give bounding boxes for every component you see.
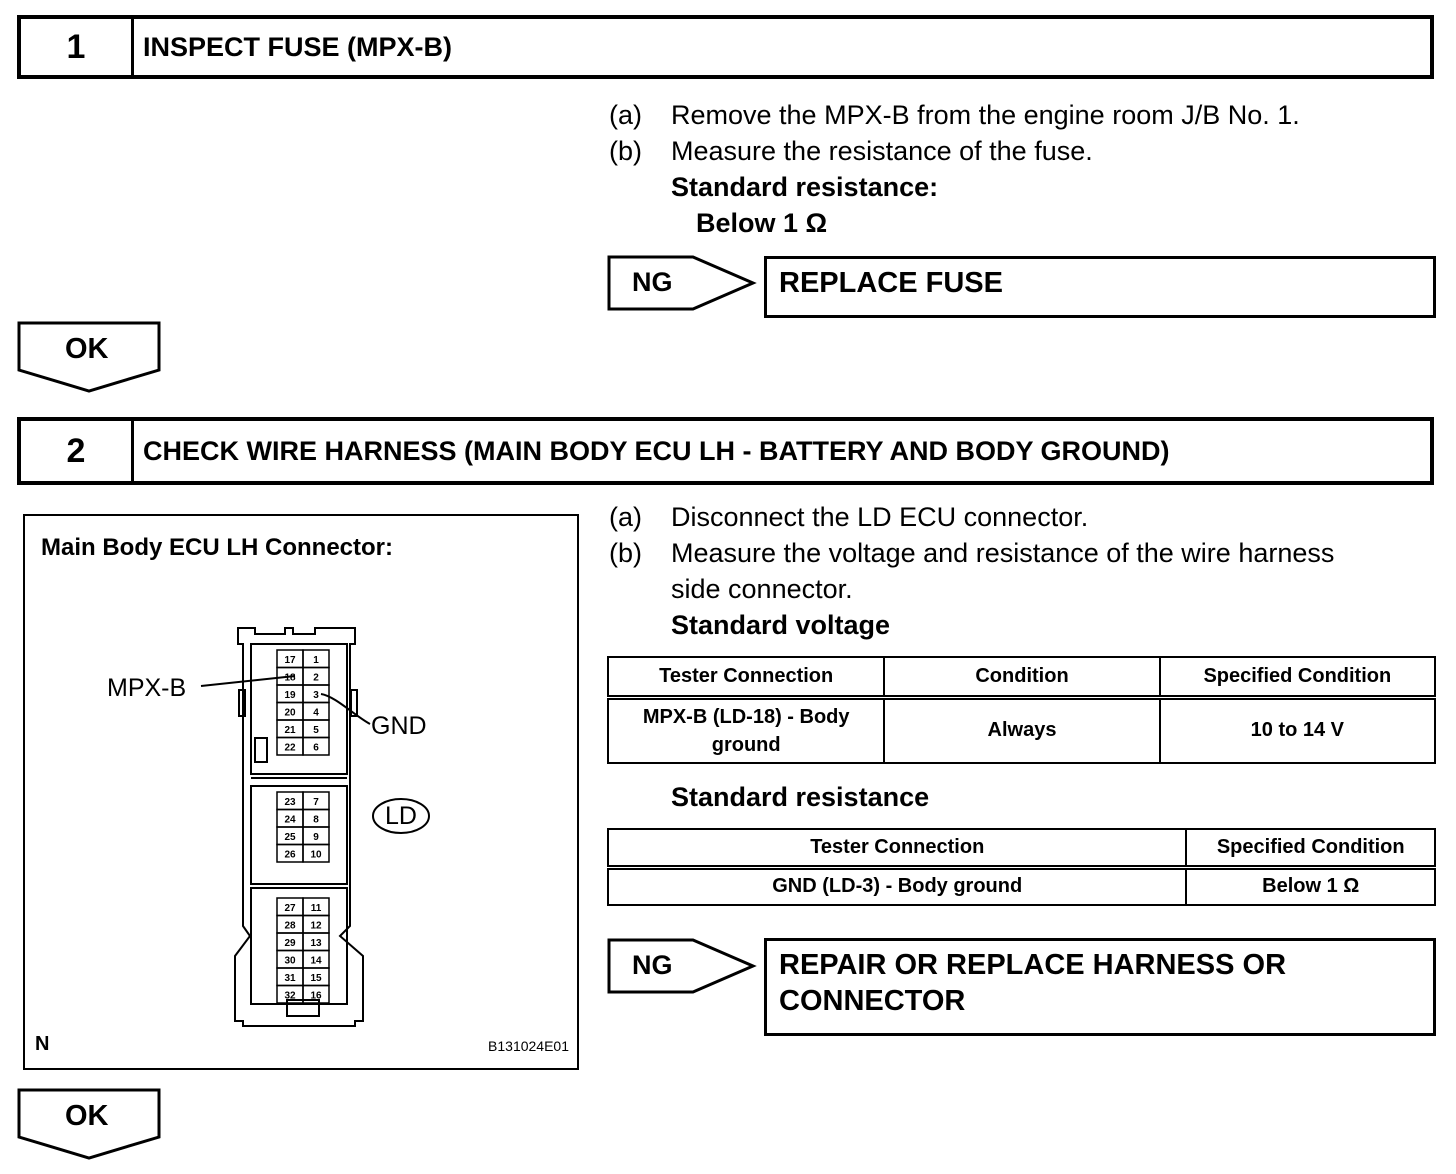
- step2-header: 2 CHECK WIRE HARNESS (MAIN BODY ECU LH -…: [17, 417, 1434, 485]
- pin-label: 22: [284, 742, 296, 753]
- pin-label: 3: [313, 690, 319, 701]
- pin-label: 23: [284, 797, 296, 808]
- step2-instruction-b: (b) Measure the voltage and resistance of…: [609, 535, 1334, 571]
- step2-instruction-a-label: (a): [609, 502, 642, 532]
- pin-label: 17: [284, 655, 296, 666]
- step2-title: CHECK WIRE HARNESS (MAIN BODY ECU LH - B…: [143, 435, 1170, 466]
- voltage-table-cell: Always: [883, 696, 1161, 764]
- step2-ok-label: OK: [65, 1100, 109, 1132]
- pin-label: 21: [284, 725, 296, 736]
- pin-label: 14: [310, 955, 322, 966]
- pin-label: 29: [284, 938, 296, 949]
- step2-instruction-b-label: (b): [609, 538, 642, 568]
- pin-label: 32: [284, 990, 296, 1001]
- pin-label: 16: [310, 990, 322, 1001]
- step2-instruction-a: (a) Disconnect the LD ECU connector.: [609, 499, 1088, 535]
- step2-ng-result: REPAIR OR REPLACE HARNESS OR CONNECTOR: [764, 938, 1436, 1036]
- pin-label: 28: [284, 920, 296, 931]
- step1-title: INSPECT FUSE (MPX-B): [143, 31, 453, 62]
- voltage-table-header: Specified Condition: [1158, 656, 1437, 700]
- step1-ng-result-text: REPLACE FUSE: [779, 267, 1003, 299]
- step2-instruction-a-text: Disconnect the LD ECU connector.: [671, 502, 1089, 532]
- figure-label-mpxb: MPX-B: [107, 674, 187, 702]
- step1-header: 1 INSPECT FUSE (MPX-B): [17, 15, 1434, 79]
- voltage-table-header: Tester Connection: [606, 656, 886, 700]
- step1-standard-heading: Standard resistance:: [671, 172, 939, 202]
- step1-instruction-a-text: Remove the MPX-B from the engine room J/…: [671, 100, 1300, 130]
- connector-drawing: 17 1 18 2 19 3 20 4 21 5 22 6 23 7 24 8 25 9 26 10 27 11 28 12 2…: [200, 627, 430, 1027]
- step2-ok-arrow: [17, 1088, 161, 1160]
- pin-grid: 17 1 18 2 19 3 20 4 21 5 22 6 23 7 24 8 25 9 26 10 27 11 28 12 2…: [276, 649, 330, 1004]
- pin-label: 12: [310, 920, 322, 931]
- voltage-table-cell: 10 to 14 V: [1158, 696, 1437, 764]
- step1-ng-label: NG: [632, 267, 673, 297]
- pin-label: 26: [284, 849, 296, 860]
- pin-label: 4: [313, 707, 319, 718]
- pin-label: 18: [284, 672, 296, 683]
- figure-title: Main Body ECU LH Connector:: [41, 534, 393, 561]
- step2-number: 2: [21, 421, 134, 481]
- pin-label: 24: [284, 814, 296, 825]
- voltage-table-header: Condition: [883, 656, 1161, 700]
- pin-label: 9: [313, 832, 319, 843]
- pin-label: 25: [284, 832, 296, 843]
- step1-ng-arrow: [607, 255, 757, 311]
- step1-standard-value: Below 1 Ω: [696, 208, 828, 238]
- step2-instruction-b-text: Measure the voltage and resistance of th…: [671, 538, 1335, 568]
- resistance-table-cell: GND (LD-3) - Body ground: [606, 866, 1188, 906]
- pin-label: 31: [284, 973, 296, 984]
- pin-label: 6: [313, 742, 319, 753]
- figure-corner-letter: N: [35, 1033, 50, 1055]
- figure-code: B131024E01: [488, 1038, 569, 1054]
- pin-label: 19: [284, 690, 296, 701]
- pin-label: 5: [313, 725, 319, 736]
- pin-label: 7: [313, 797, 319, 808]
- pin-cell: [302, 736, 330, 756]
- step1-ok-arrow: [17, 321, 161, 393]
- step2-ng-arrow: [607, 938, 757, 994]
- voltage-table: Tester Connection Condition Specified Co…: [606, 656, 1437, 764]
- table-row: GND (LD-3) - Body ground Below 1 Ω: [606, 866, 1436, 906]
- pin-label: 15: [310, 973, 322, 984]
- step1-ng-result: REPLACE FUSE: [764, 256, 1436, 318]
- table-row: MPX-B (LD-18) - Body ground Always 10 to…: [606, 696, 1437, 764]
- pin-label: 30: [284, 955, 296, 966]
- pin-label: 2: [313, 672, 319, 683]
- voltage-table-cell: MPX-B (LD-18) - Body ground: [606, 696, 886, 764]
- step1-instruction-b: (b) Measure the resistance of the fuse.: [609, 133, 1093, 169]
- pin-label: 20: [284, 707, 296, 718]
- pin-cell: [302, 843, 330, 863]
- step2-voltage-heading: Standard voltage: [671, 610, 891, 640]
- resistance-table: Tester Connection Specified Condition GN…: [606, 828, 1436, 906]
- step2-ng-label: NG: [632, 950, 673, 980]
- pin-label: 10: [310, 849, 322, 860]
- step1-instruction-b-text: Measure the resistance of the fuse.: [671, 136, 1093, 166]
- pin-cell: [302, 984, 330, 1004]
- step1-instruction-a: (a) Remove the MPX-B from the engine room…: [609, 97, 1300, 133]
- resistance-table-cell: Below 1 Ω: [1185, 866, 1436, 906]
- step2-ng-result-line2: CONNECTOR: [779, 985, 966, 1017]
- resistance-table-header: Tester Connection: [606, 828, 1188, 870]
- step1-ok-label: OK: [65, 333, 109, 365]
- step2-instruction-b-cont: side connector.: [671, 574, 853, 604]
- figure-label-ld: LD: [385, 802, 417, 830]
- step1-number: 1: [21, 19, 134, 75]
- resistance-table-header: Specified Condition: [1185, 828, 1436, 870]
- step2-ng-result-line1: REPAIR OR REPLACE HARNESS OR: [779, 949, 1287, 981]
- figure-label-gnd: GND: [371, 712, 427, 740]
- pin-label: 27: [284, 903, 296, 914]
- pin-label: 13: [310, 938, 322, 949]
- pin-label: 1: [313, 655, 319, 666]
- step1-instruction-b-label: (b): [609, 136, 642, 166]
- pin-label: 11: [311, 903, 322, 914]
- step2-resistance-heading: Standard resistance: [671, 782, 930, 812]
- step1-instruction-a-label: (a): [609, 100, 642, 130]
- pin-label: 8: [313, 814, 319, 825]
